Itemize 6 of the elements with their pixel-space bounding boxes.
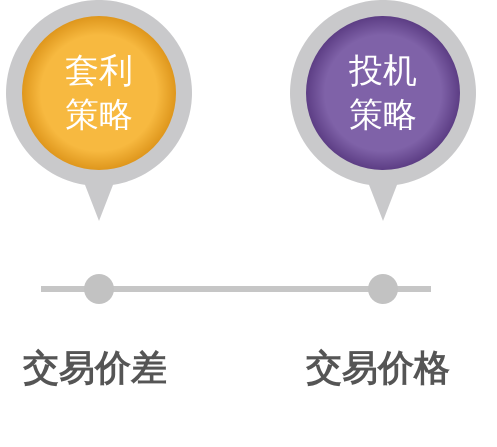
axis-label: 交易价差: [23, 349, 167, 389]
strategy-label: 套利策略: [64, 50, 134, 137]
axis-label: 交易价格: [306, 349, 450, 389]
map-pin: [289, 0, 477, 222]
strategy-label: 投机策略: [348, 50, 418, 137]
map-pin: [5, 0, 193, 222]
